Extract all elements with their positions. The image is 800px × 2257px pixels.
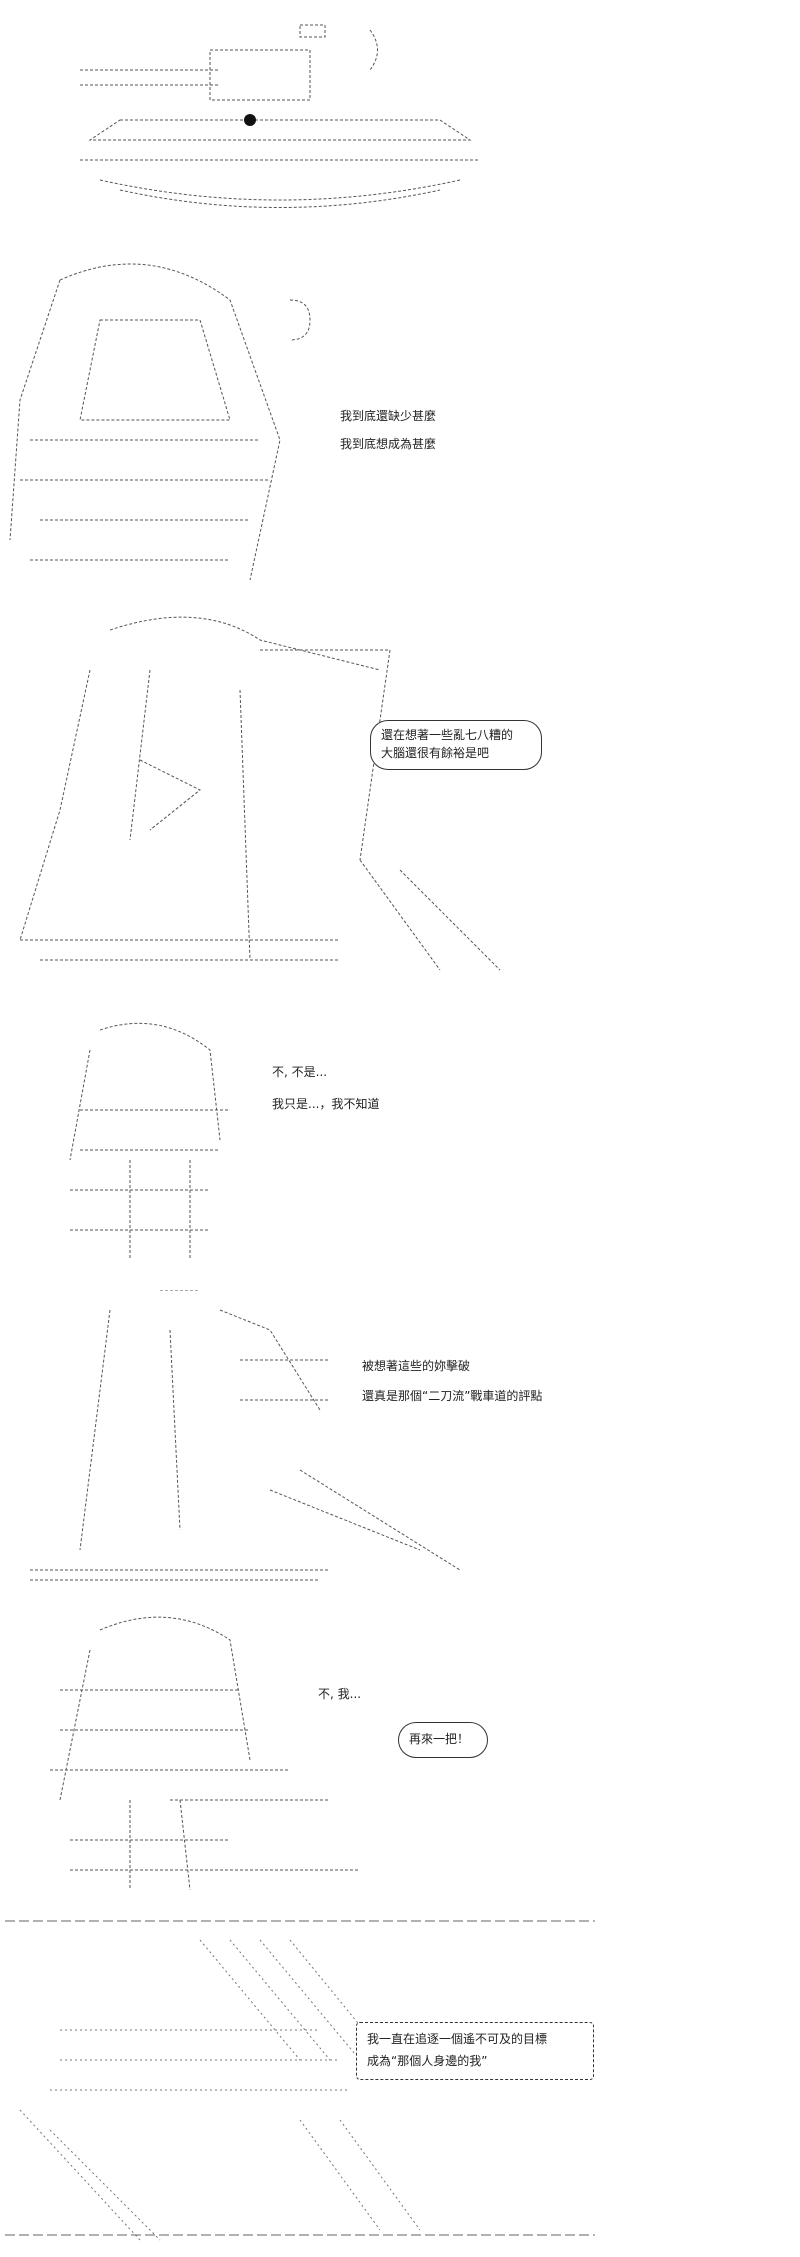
narration-box: 我一直在追逐一個遙不可及的目標 成為“那個人身邊的我” [356, 2022, 594, 2080]
panel-memory: 被想著這些的妳擊破 還真是那個“二刀流”戰車道的評點 [0, 1290, 800, 1600]
panel-tank [0, 0, 800, 230]
bubble-line: 再來一把！ [409, 1732, 470, 1746]
panel-bubble: 還在想著一些亂七八糟的 大腦還很有餘裕是吧 [0, 610, 800, 990]
panel-thinking: 我到底還缺少甚麼 我到底想成為甚麼 [0, 240, 800, 600]
bubble-line: 大腦還很有餘裕是吧 [381, 746, 490, 760]
caption-line: 還真是那個“二刀流”戰車道的評點 [362, 1389, 543, 1403]
character-ascii-art [0, 240, 330, 600]
caption-line: 被想著這些的妳擊破 [362, 1359, 471, 1373]
caption-line: 我到底想成為甚麼 [340, 437, 437, 451]
tank-ascii-art [60, 10, 480, 220]
panel-divider [0, 1910, 600, 1929]
caption-line: 我到底還缺少甚麼 [340, 409, 437, 423]
panel-answer: 不, 不是... 我只是...，我不知道 [0, 1000, 800, 1280]
caption-line: 不, 不是... [272, 1065, 328, 1079]
character-ascii-art [50, 1010, 250, 1270]
character-ascii-art [0, 610, 530, 990]
speech-bubble: 再來一把！ [398, 1722, 488, 1758]
character-ascii-art [20, 1290, 470, 1590]
caption-line: 我只是...，我不知道 [272, 1097, 380, 1111]
narration-line: 成為“那個人身邊的我” [367, 2054, 488, 2068]
caption-line: 不, 我... [318, 1687, 362, 1701]
panel-goal: 我一直在追逐一個遙不可及的目標 成為“那個人身邊的我” [0, 1930, 800, 2250]
narration-line: 我一直在追逐一個遙不可及的目標 [367, 2032, 548, 2046]
character-ascii-art [40, 1600, 360, 1900]
speech-bubble: 還在想著一些亂七八糟的 大腦還很有餘裕是吧 [370, 720, 542, 770]
rain-ascii-art [0, 1930, 600, 2250]
bubble-line: 還在想著一些亂七八糟的 [381, 728, 514, 742]
panel-again: 不, 我... 再來一把！ [0, 1600, 800, 1900]
